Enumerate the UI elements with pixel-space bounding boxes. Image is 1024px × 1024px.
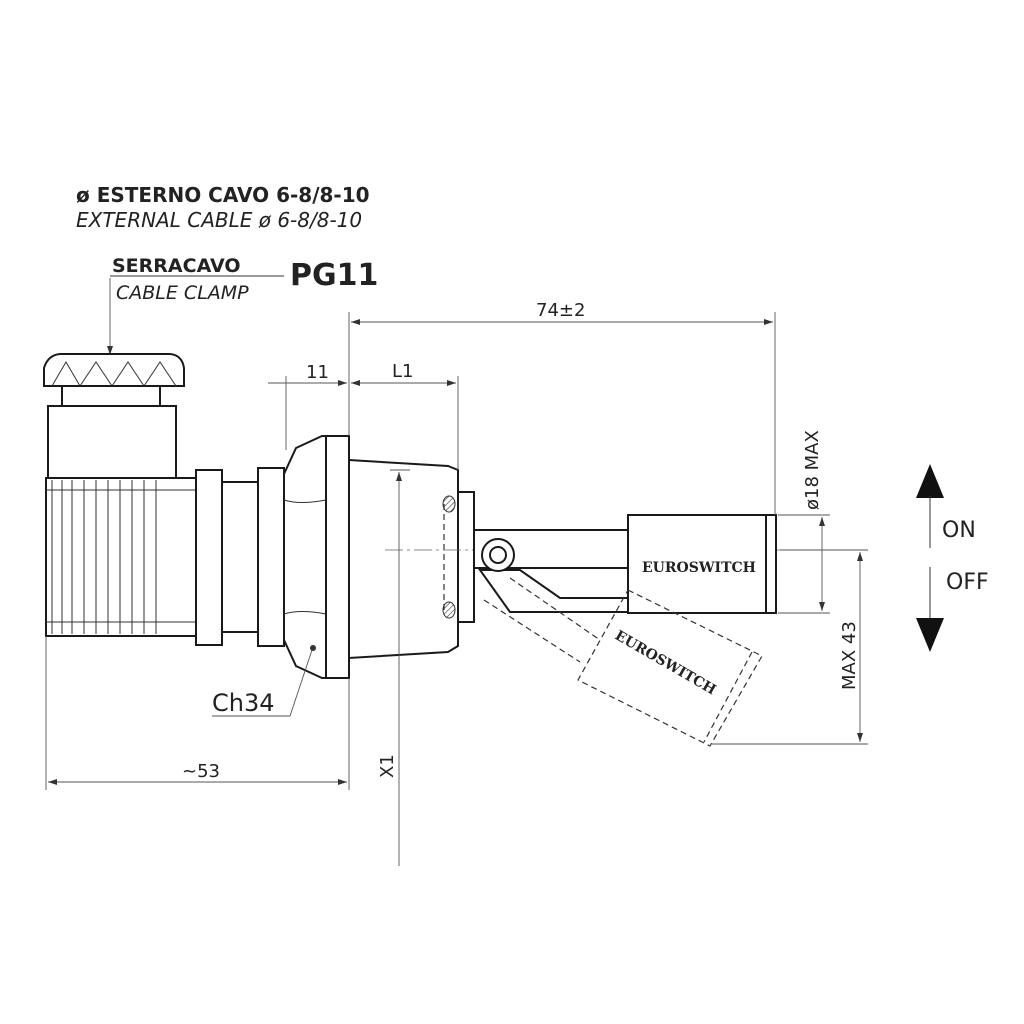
arrow-up-icon [916, 464, 944, 498]
threaded-coupling [195, 467, 285, 647]
dimension-body-value: ~53 [182, 761, 220, 782]
cable-note-english: EXTERNAL CABLE ø 6-8/8-10 [76, 208, 362, 232]
dimension-flange-value: 11 [306, 362, 329, 383]
thread-label: PG11 [290, 258, 378, 293]
switch-body [348, 458, 475, 660]
hex-size-label: Ch34 [212, 689, 275, 717]
cable-clamp-label-italian: SERRACAVO [112, 255, 241, 277]
brand-label-float-on: EUROSWITCH [642, 560, 756, 576]
switch-state-on: ON [942, 518, 976, 543]
dimension-x1-value: X1 [377, 754, 398, 778]
on-off-indicator [916, 464, 944, 652]
arrow-down-icon [916, 618, 944, 652]
brand-label-float-off: EUROSWITCH [612, 628, 719, 699]
dimension-swing-value: MAX 43 [839, 621, 860, 690]
cable-note-italian: ø ESTERNO CAVO 6-8/8-10 [76, 183, 370, 207]
dimension-diameter-value: ø18 MAX [802, 430, 823, 510]
dimension-l1-value: L1 [392, 361, 413, 382]
cable-clamp-nut [43, 353, 185, 479]
float-off-position [483, 577, 763, 747]
hex-size-leader [212, 649, 313, 717]
cable-clamp-label-english: CABLE CLAMP [116, 282, 249, 304]
switch-state-off: OFF [946, 570, 989, 595]
mounting-flange [325, 435, 350, 679]
hex-size-leader-dot [310, 645, 316, 651]
hex-nut [283, 435, 327, 679]
dimension-overall-value: 74±2 [536, 300, 585, 321]
cable-gland [45, 477, 197, 637]
float-on-position [473, 514, 777, 614]
